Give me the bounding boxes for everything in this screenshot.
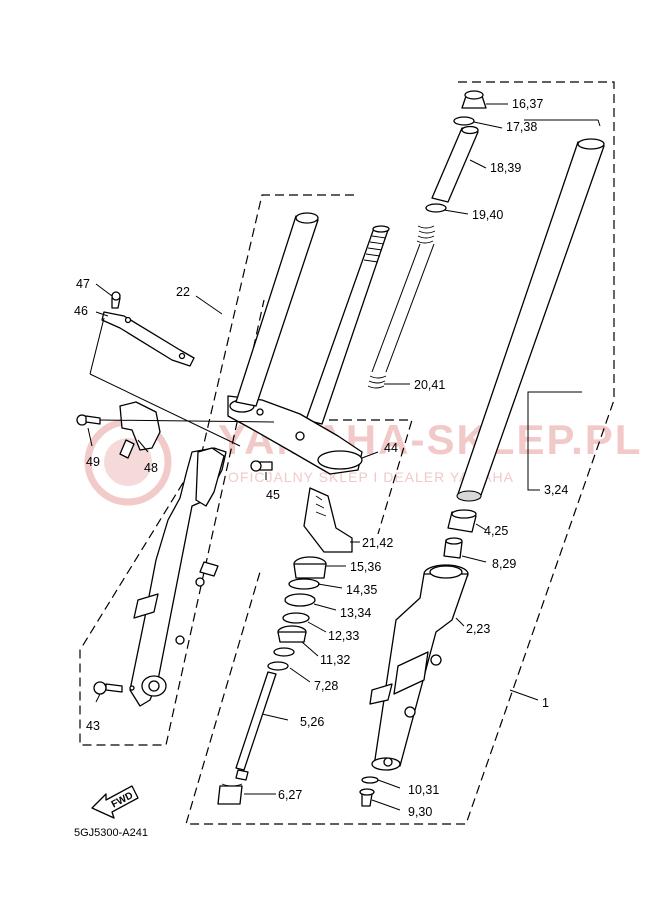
hose-bolt (76, 414, 101, 426)
fork-spring-upper (367, 225, 436, 389)
callouts: 16,37 17,38 18,39 19,40 20,41 3,24 4,25 … (74, 97, 568, 819)
left-fork (76, 291, 227, 707)
under-bracket (227, 395, 363, 475)
label-15-36: 15,36 (350, 560, 381, 574)
label-16-37: 16,37 (512, 97, 543, 111)
label-12-33: 12,33 (328, 629, 359, 643)
label-21-42: 21,42 (362, 536, 393, 550)
drain-bolt (359, 788, 375, 807)
label-1: 1 (542, 696, 549, 710)
leader-lines (87, 103, 601, 811)
steering-stem (305, 225, 390, 425)
slide-bushing (447, 509, 477, 533)
label-10-31: 10,31 (408, 783, 439, 797)
label-8-29: 8,29 (492, 557, 516, 571)
drain-washer (361, 776, 379, 784)
wire-bracket (101, 311, 195, 367)
label-46: 46 (74, 304, 88, 318)
label-20-41: 20,41 (414, 378, 445, 392)
label-7-28: 7,28 (314, 679, 338, 693)
cap-bolt (461, 90, 487, 109)
left-outer-tube (129, 447, 227, 707)
label-43: 43 (86, 719, 100, 733)
fwd-arrow-icon: FWD (91, 785, 139, 819)
screw-47 (111, 291, 121, 309)
label-13-34: 13,34 (340, 606, 371, 620)
left-inner-tube (235, 212, 319, 407)
label-14-35: 14,35 (346, 583, 377, 597)
outer-tube (369, 564, 469, 771)
label-3-24: 3,24 (544, 483, 568, 497)
washer (425, 203, 447, 213)
fwd-label: FWD (110, 790, 135, 810)
guide-bushing (443, 537, 463, 559)
label-17-38: 17,38 (506, 120, 537, 134)
diagram-code: 5GJ5300-A241 (74, 827, 148, 839)
label-22: 22 (176, 285, 190, 299)
bracket-bolt (250, 460, 273, 472)
label-44: 44 (384, 441, 398, 455)
label-48: 48 (144, 461, 158, 475)
inner-tube (456, 138, 605, 502)
o-ring (453, 116, 475, 126)
label-47: 47 (76, 277, 90, 291)
label-19-40: 19,40 (472, 208, 503, 222)
label-5-26: 5,26 (300, 715, 324, 729)
label-4-25: 4,25 (484, 524, 508, 538)
label-49: 49 (86, 455, 100, 469)
stem-parts-stack (267, 556, 327, 671)
damper-rod (235, 671, 277, 781)
fork-cover (303, 487, 353, 553)
rebound-spring (217, 783, 243, 805)
label-9-30: 9,30 (408, 805, 432, 819)
label-18-39: 18,39 (490, 161, 521, 175)
label-6-27: 6,27 (278, 788, 302, 802)
group-outlines (79, 81, 615, 825)
label-45: 45 (266, 488, 280, 502)
label-2-23: 2,23 (466, 622, 490, 636)
label-11-32: 11,32 (320, 653, 350, 667)
steering-assembly (217, 212, 390, 805)
axle-bolt (93, 681, 135, 695)
hose-holder (119, 401, 161, 459)
right-fork (359, 90, 605, 807)
watermark-subtitle: OFICJALNY SKLEP I DEALER YAMAHA (228, 469, 514, 485)
spacer (431, 127, 479, 203)
